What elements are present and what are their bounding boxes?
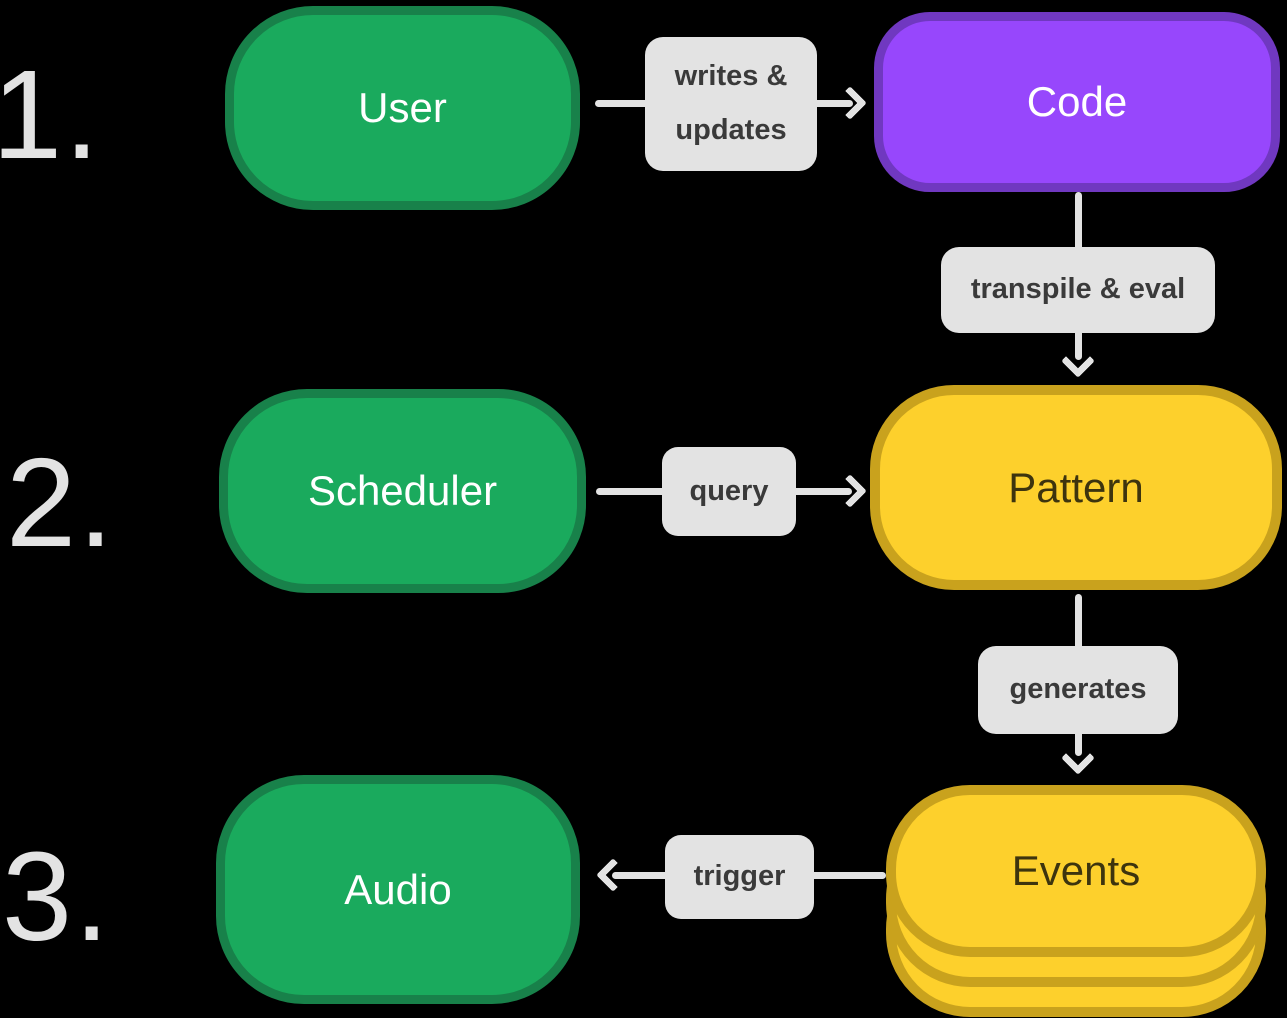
edge-label-transpile-eval: transpile & eval xyxy=(941,247,1215,333)
arrowhead-down-icon xyxy=(1061,741,1095,775)
step-number-1: 1. xyxy=(0,44,102,185)
arrowhead-right-icon xyxy=(833,86,867,120)
node-user: User xyxy=(225,6,580,210)
node-user-label: User xyxy=(358,84,447,131)
edge-label-text: trigger xyxy=(693,860,786,893)
node-pattern: Pattern xyxy=(870,385,1282,590)
node-scheduler-label: Scheduler xyxy=(307,467,498,514)
node-audio: Audio xyxy=(216,775,580,1004)
step-number-2: 2. xyxy=(6,432,116,573)
arrowhead-down-icon xyxy=(1061,344,1095,378)
edge-label-generates: generates xyxy=(978,646,1178,734)
edge-label-text: query xyxy=(689,474,769,507)
edge-label-line2: updates xyxy=(675,114,787,146)
step-number-3: 3. xyxy=(2,826,112,967)
node-events: Events xyxy=(886,785,1266,957)
edge-label-writes-updates: writes & updates xyxy=(645,37,817,171)
arrowhead-right-icon xyxy=(833,474,867,508)
node-scheduler: Scheduler xyxy=(219,389,586,593)
node-events-label: Events xyxy=(1011,847,1141,894)
node-pattern-label: Pattern xyxy=(1008,463,1144,511)
edge-label-query: query xyxy=(662,447,796,536)
edge-label-trigger: trigger xyxy=(665,835,814,919)
edge-label-line1: writes & xyxy=(674,60,788,93)
arrowhead-left-icon xyxy=(596,858,630,892)
edge-label-text: transpile & eval xyxy=(970,273,1186,306)
node-code-label: Code xyxy=(1026,78,1128,125)
edge-label-text: generates xyxy=(1009,673,1147,706)
node-code: Code xyxy=(874,12,1280,192)
node-audio-label: Audio xyxy=(344,865,452,913)
